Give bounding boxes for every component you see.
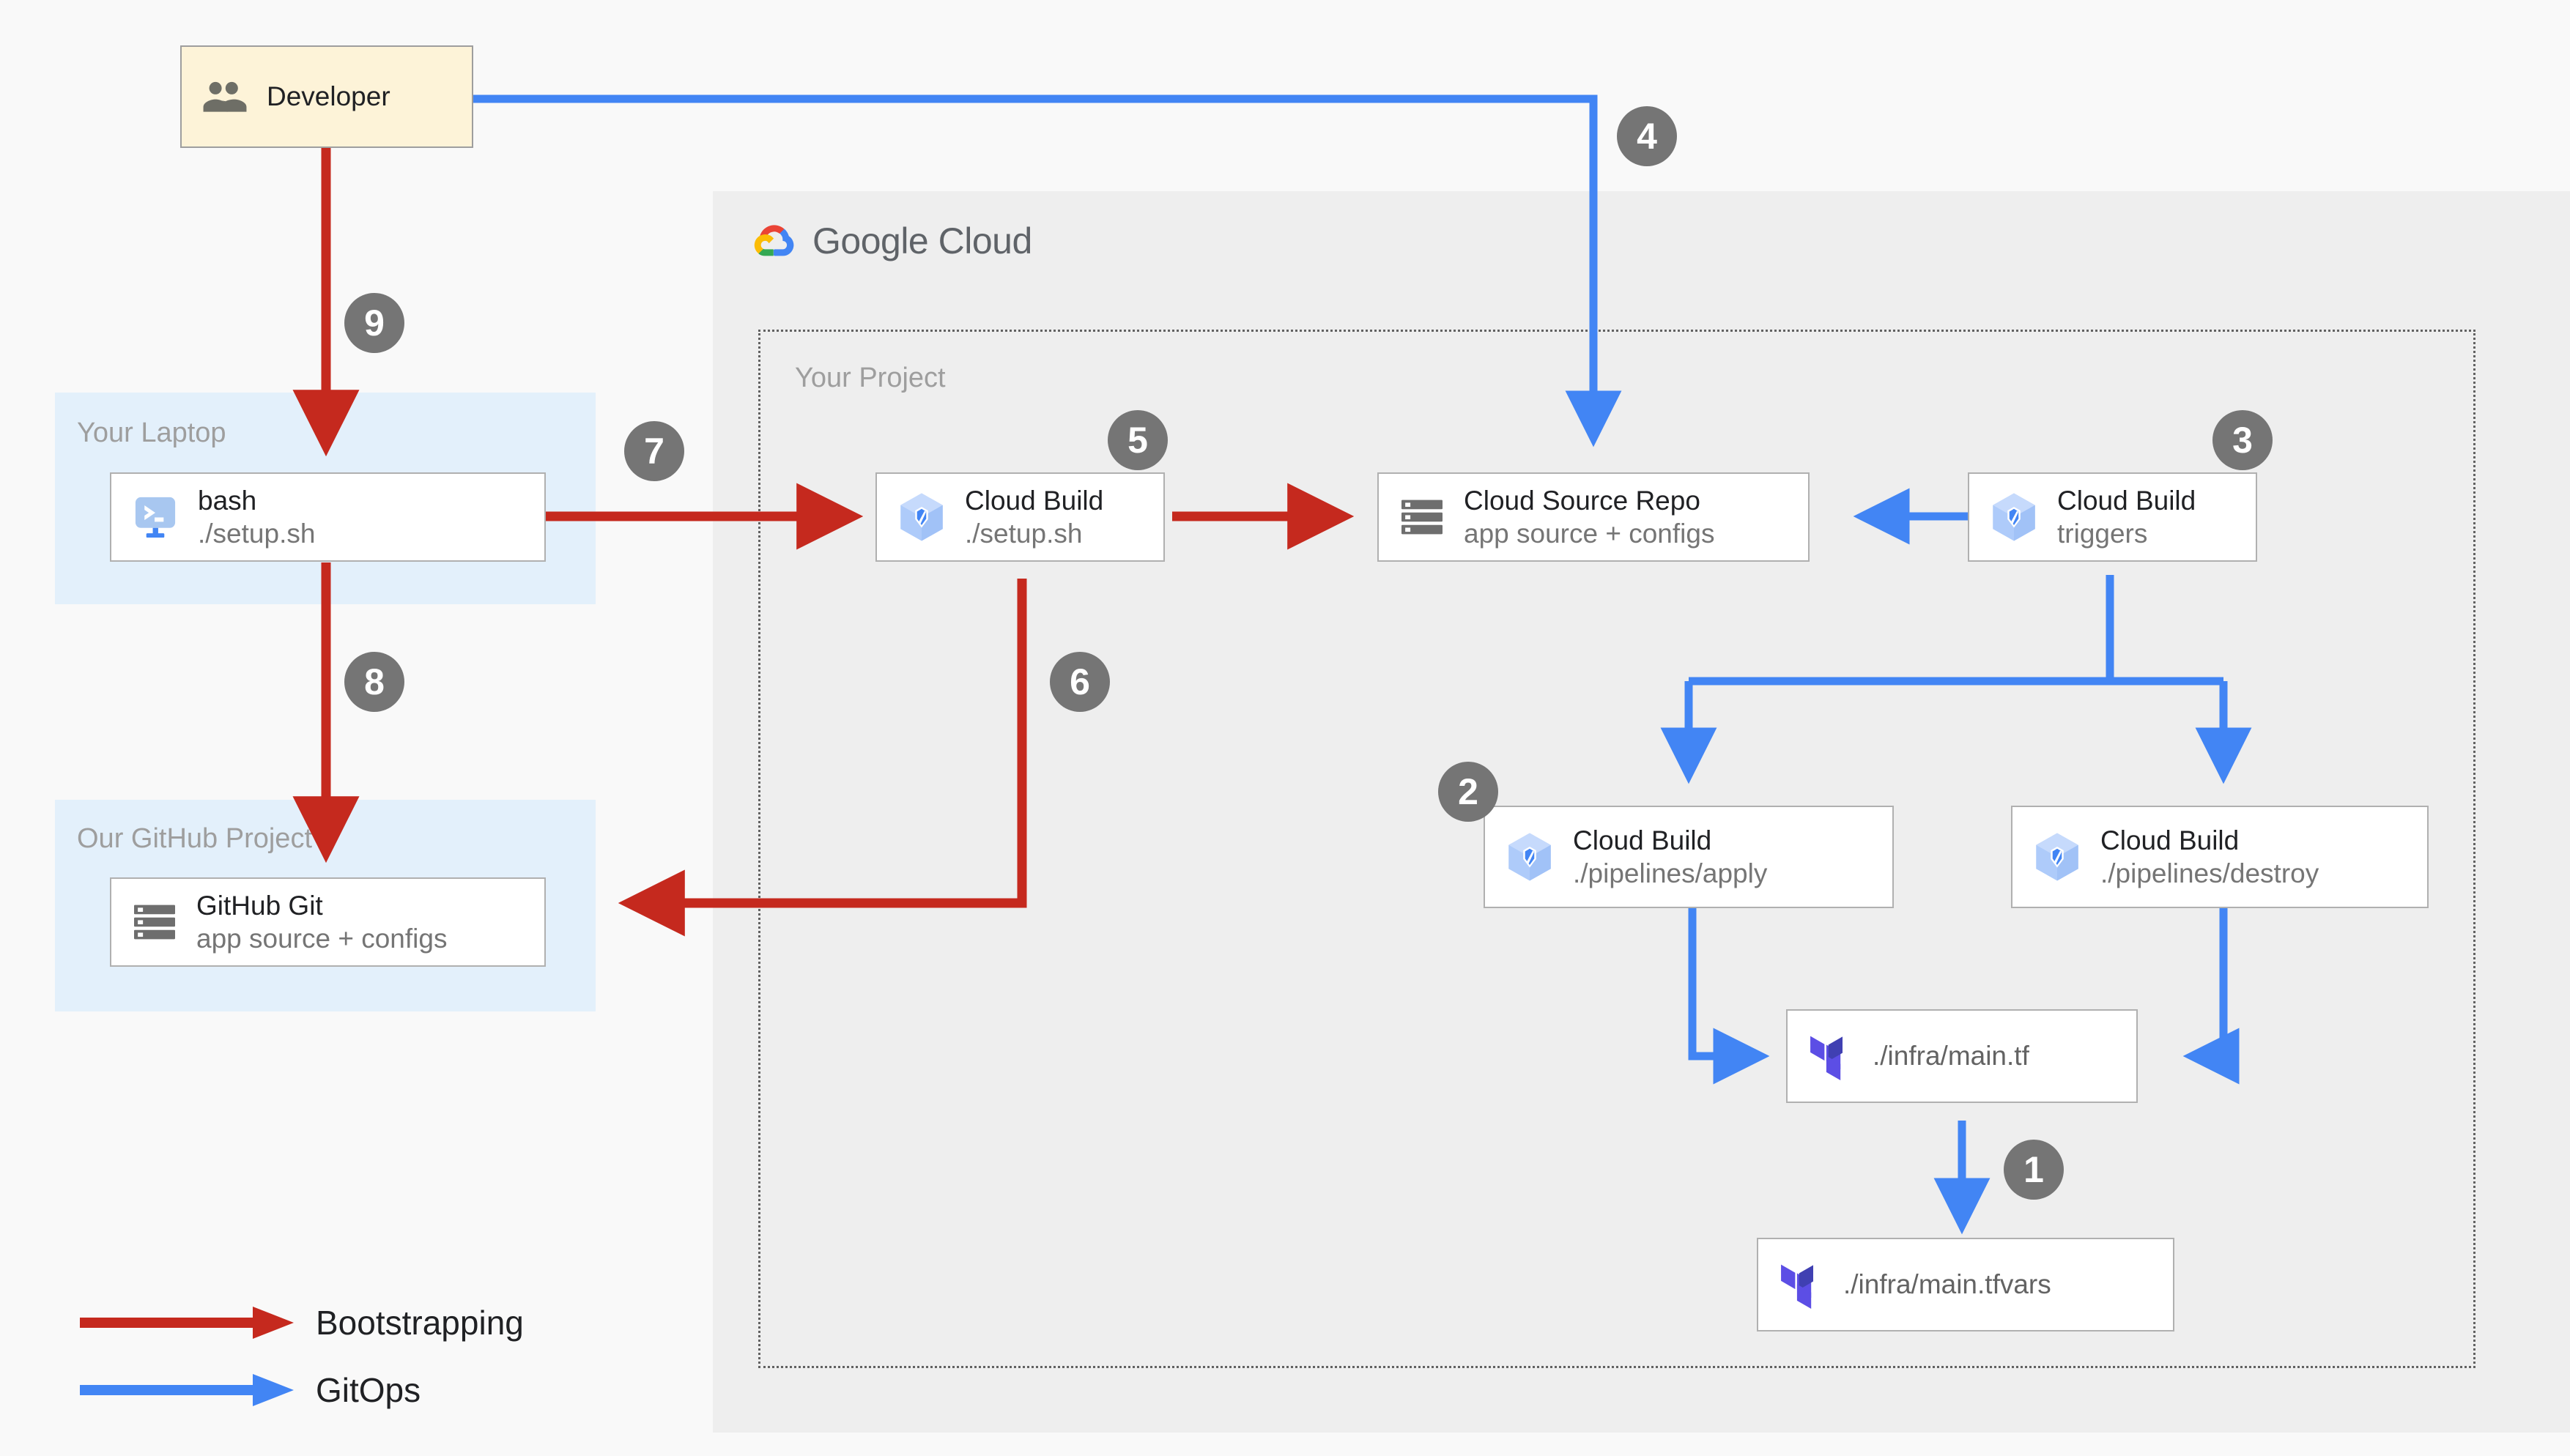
zone-our-github-project-label: Our GitHub Project bbox=[77, 823, 312, 854]
google-cloud-swoosh-icon bbox=[754, 225, 794, 256]
terminal-icon bbox=[132, 495, 179, 539]
node-bash-title: bash bbox=[198, 485, 257, 516]
node-cloud-build-setup[interactable]: Cloud Build ./setup.sh bbox=[875, 472, 1165, 562]
badge-step-3: 3 bbox=[2212, 410, 2273, 470]
node-cloud-build-apply-text: Cloud Build ./pipelines/apply bbox=[1573, 824, 1767, 890]
node-bash-text: bash ./setup.sh bbox=[198, 484, 315, 550]
node-cloud-build-triggers[interactable]: Cloud Build triggers bbox=[1968, 472, 2257, 562]
terraform-icon bbox=[1808, 1032, 1854, 1080]
node-cloud-build-triggers-text: Cloud Build triggers bbox=[2057, 484, 2196, 550]
badge-step-4: 4 bbox=[1617, 106, 1677, 166]
node-cloud-build-apply-subtitle: ./pipelines/apply bbox=[1573, 858, 1768, 888]
badge-step-9: 9 bbox=[344, 293, 404, 353]
node-bash[interactable]: bash ./setup.sh bbox=[110, 472, 546, 562]
cloud-build-icon bbox=[1990, 491, 2038, 543]
node-terraform-main-tfvars[interactable]: ./infra/main.tfvars bbox=[1757, 1238, 2174, 1331]
node-cloud-build-triggers-subtitle: triggers bbox=[2057, 519, 2148, 549]
node-cloud-source-repo-subtitle: app source + configs bbox=[1464, 519, 1715, 549]
node-developer-text: Developer bbox=[267, 80, 390, 113]
legend: Bootstrapping GitOps bbox=[77, 1289, 524, 1424]
node-cloud-build-destroy-text: Cloud Build ./pipelines/destroy bbox=[2100, 824, 2319, 890]
node-cloud-build-setup-text: Cloud Build ./setup.sh bbox=[965, 484, 1103, 550]
legend-item-bootstrapping: Bootstrapping bbox=[77, 1289, 524, 1356]
node-cloud-build-apply-title: Cloud Build bbox=[1573, 825, 1712, 855]
node-terraform-main-tf-text: ./infra/main.tf bbox=[1873, 1041, 2029, 1071]
legend-arrow-gitops-icon bbox=[80, 1374, 294, 1406]
node-terraform-main-tfvars-title: ./infra/main.tfvars bbox=[1843, 1269, 2051, 1299]
node-github-git-title: GitHub Git bbox=[196, 890, 323, 921]
node-cloud-build-setup-subtitle: ./setup.sh bbox=[965, 519, 1083, 549]
legend-item-gitops: GitOps bbox=[77, 1356, 524, 1424]
node-github-git-subtitle: app source + configs bbox=[196, 924, 448, 954]
node-bash-subtitle: ./setup.sh bbox=[198, 519, 316, 549]
zone-your-laptop-label: Your Laptop bbox=[77, 417, 226, 448]
node-cloud-build-destroy-subtitle: ./pipelines/destroy bbox=[2100, 858, 2319, 888]
badge-step-5: 5 bbox=[1108, 410, 1168, 470]
repo-icon bbox=[1399, 497, 1445, 538]
node-cloud-build-apply[interactable]: Cloud Build ./pipelines/apply bbox=[1484, 806, 1894, 908]
node-cloud-build-destroy[interactable]: Cloud Build ./pipelines/destroy bbox=[2011, 806, 2429, 908]
node-cloud-source-repo-title: Cloud Source Repo bbox=[1464, 485, 1700, 516]
google-cloud-wordmark: Google Cloud bbox=[812, 220, 1032, 262]
cloud-build-icon bbox=[897, 491, 946, 543]
badge-step-6: 6 bbox=[1050, 652, 1110, 712]
node-terraform-main-tf-title: ./infra/main.tf bbox=[1873, 1041, 2029, 1071]
node-developer[interactable]: Developer bbox=[180, 45, 473, 148]
badge-step-7: 7 bbox=[624, 421, 684, 481]
node-cloud-build-triggers-title: Cloud Build bbox=[2057, 485, 2196, 516]
legend-label-gitops: GitOps bbox=[316, 1371, 421, 1409]
repo-icon bbox=[132, 902, 177, 943]
node-terraform-main-tfvars-text: ./infra/main.tfvars bbox=[1843, 1269, 2051, 1300]
node-cloud-source-repo-text: Cloud Source Repo app source + configs bbox=[1464, 484, 1714, 550]
your-project-label: Your Project bbox=[795, 363, 946, 393]
node-github-git[interactable]: GitHub Git app source + configs bbox=[110, 877, 546, 967]
node-developer-title: Developer bbox=[267, 81, 390, 112]
terraform-icon bbox=[1779, 1260, 1824, 1309]
cloud-word: Cloud bbox=[928, 220, 1033, 261]
google-word: Google bbox=[812, 220, 929, 261]
node-cloud-build-setup-title: Cloud Build bbox=[965, 485, 1104, 516]
node-cloud-build-destroy-title: Cloud Build bbox=[2100, 825, 2240, 855]
cloud-build-icon bbox=[1506, 831, 1554, 883]
node-cloud-source-repo[interactable]: Cloud Source Repo app source + configs bbox=[1377, 472, 1810, 562]
badge-step-2: 2 bbox=[1438, 762, 1498, 822]
legend-label-bootstrapping: Bootstrapping bbox=[316, 1304, 524, 1342]
people-icon bbox=[202, 81, 248, 113]
badge-step-8: 8 bbox=[344, 652, 404, 712]
node-terraform-main-tf[interactable]: ./infra/main.tf bbox=[1786, 1009, 2138, 1103]
google-cloud-logo: Google Cloud bbox=[751, 220, 1032, 262]
node-github-git-text: GitHub Git app source + configs bbox=[196, 889, 447, 955]
cloud-build-icon bbox=[2033, 831, 2081, 883]
legend-arrow-bootstrapping-icon bbox=[80, 1307, 294, 1339]
badge-step-1: 1 bbox=[2004, 1140, 2064, 1200]
